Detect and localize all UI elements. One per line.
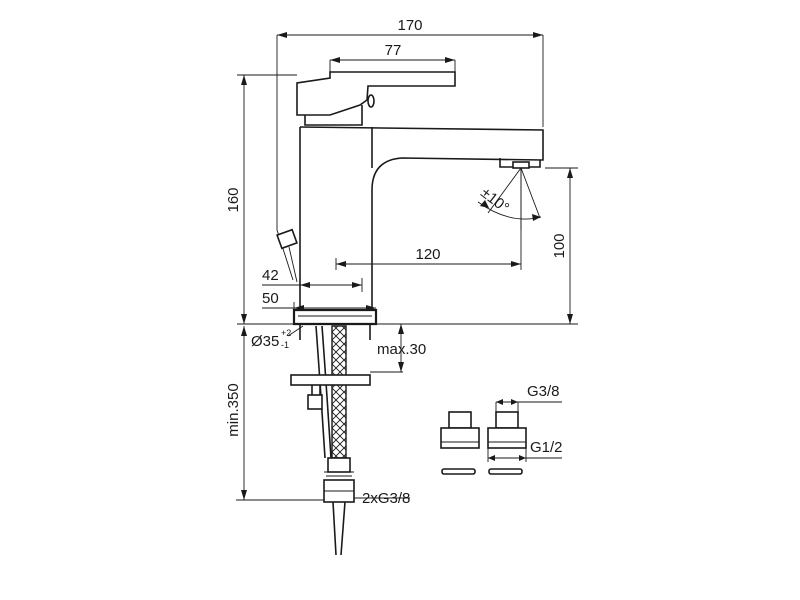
adapter-parts xyxy=(440,411,527,475)
mounting-assembly xyxy=(290,324,371,556)
dim-handle-length: 77 xyxy=(385,42,402,59)
pop-up-rod xyxy=(276,35,298,283)
dim-overall-height: 160 xyxy=(225,187,242,212)
dim-hole-tol-plus: +2 xyxy=(281,328,291,338)
faucet-body xyxy=(292,71,544,326)
dim-spout-projection: 120 xyxy=(415,246,440,263)
dim-min-hose-length: min.350 xyxy=(225,383,242,436)
dim-overall-width: 170 xyxy=(397,17,422,34)
dim-adapter-large: G1/2 xyxy=(530,439,563,456)
dim-max-thickness: max.30 xyxy=(377,341,426,358)
dim-hole-diameter: Ø35 xyxy=(251,333,279,350)
dim-base-width: 50 xyxy=(262,290,279,307)
dim-hose-connection: 2xG3/8 xyxy=(362,490,410,507)
dimension-lines xyxy=(236,32,578,501)
dim-body-width: 42 xyxy=(262,267,279,284)
dim-spout-height: 100 xyxy=(551,233,568,258)
dim-adapter-small: G3/8 xyxy=(527,383,560,400)
dim-hole-tol-minus: -1 xyxy=(281,340,289,350)
